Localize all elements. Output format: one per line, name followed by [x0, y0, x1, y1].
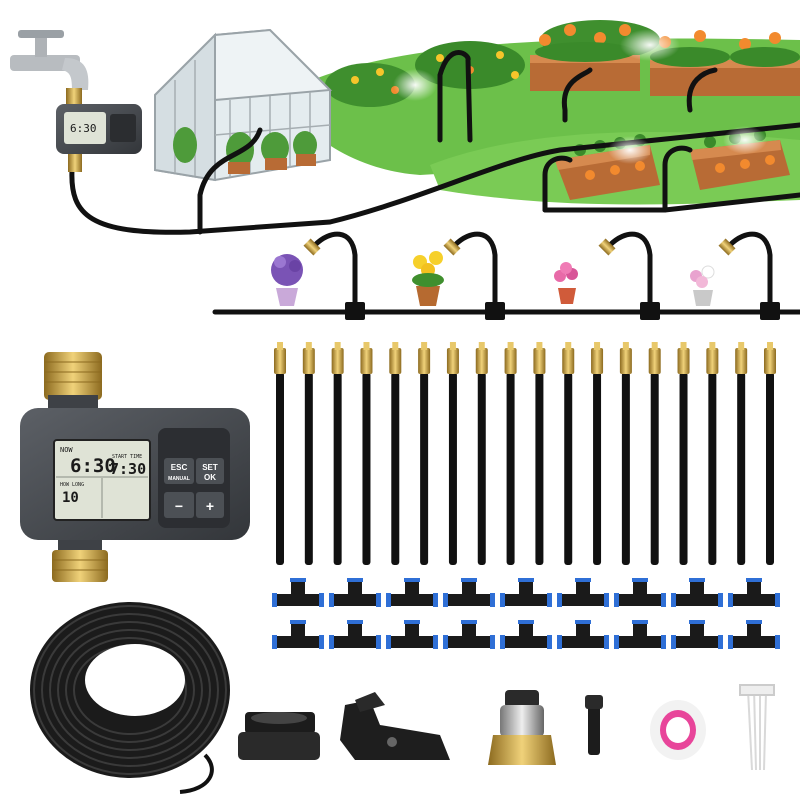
mister-nozzle — [677, 342, 690, 565]
set-label: SET — [202, 463, 218, 472]
tee-connector — [671, 620, 723, 649]
tee-connector — [671, 578, 723, 607]
water-tap — [10, 30, 89, 90]
thread-adapter — [238, 712, 320, 760]
pot-4 — [690, 265, 715, 306]
mist-sprays — [393, 29, 767, 164]
tee-connector — [443, 578, 495, 607]
manual-label: MANUAL — [168, 476, 190, 482]
timer-inlet-brass — [44, 352, 102, 400]
mister-nozzle — [302, 342, 315, 565]
lcd-now-label: NOW — [60, 446, 73, 454]
teflon-tape — [650, 700, 706, 760]
tee-connector — [728, 620, 780, 649]
tee-connector — [443, 620, 495, 649]
mister-nozzle — [389, 342, 402, 565]
brass-fitting — [488, 690, 556, 765]
pot-2 — [412, 251, 444, 306]
hose-coil — [30, 602, 230, 794]
tee-connector — [500, 620, 552, 649]
lcd-how-long-label: HOW LONG — [60, 482, 84, 488]
mister-nozzle — [418, 342, 431, 565]
lcd-start-label: START TIME — [112, 454, 142, 460]
mister-nozzle — [619, 342, 632, 565]
esc-button[interactable] — [164, 458, 194, 484]
minus-button[interactable] — [164, 492, 194, 518]
mister-nozzle — [706, 342, 719, 565]
tee-connector — [386, 578, 438, 607]
tee-connector — [557, 578, 609, 607]
mister-nozzles — [274, 342, 776, 565]
tee-connector — [614, 578, 666, 607]
svg-text:6:30: 6:30 — [70, 122, 97, 135]
potted-flowers — [271, 231, 780, 320]
tee-connector — [272, 620, 324, 649]
tee-connector — [500, 578, 552, 607]
tee-connector — [614, 620, 666, 649]
timer-outlet-brass — [52, 550, 108, 582]
mister-nozzle — [475, 342, 488, 565]
tee-connector — [557, 620, 609, 649]
lcd-start-time: 7:30 — [110, 460, 146, 478]
tee-connector — [386, 620, 438, 649]
scene-tubing — [69, 50, 800, 315]
mister-nozzle — [533, 342, 546, 565]
tee-connector — [272, 578, 324, 607]
mister-nozzle — [274, 342, 286, 565]
minus-label: − — [175, 498, 183, 514]
mister-nozzle — [764, 342, 776, 565]
lcd-how-long-value: 10 — [62, 490, 79, 506]
plus-label: + — [206, 498, 214, 514]
mister-nozzle — [360, 342, 373, 565]
mister-nozzle — [591, 342, 604, 565]
water-timer: NOW 6:30 START TIME 7:30 HOW LONG 10 ESC… — [20, 352, 250, 582]
plus-button[interactable] — [196, 492, 224, 518]
pot-3 — [554, 262, 578, 304]
tee-connector — [329, 620, 381, 649]
ok-label: OK — [204, 473, 216, 482]
mister-nozzle — [504, 342, 517, 565]
tee-connector — [329, 578, 381, 607]
greenhouse — [154, 28, 333, 182]
lcd-now-time: 6:30 — [70, 455, 116, 477]
pot-1 — [271, 254, 303, 306]
tube-cutter — [340, 692, 450, 760]
scene-timer: 6:30 — [56, 88, 142, 172]
garden-scene: 6:30 — [10, 20, 800, 320]
mister-nozzle — [735, 342, 748, 565]
cable-ties — [739, 684, 775, 771]
plug-stopper — [585, 695, 603, 755]
mister-nozzle — [648, 342, 661, 565]
mister-nozzle — [562, 342, 575, 565]
tee-connectors — [272, 578, 780, 649]
set-button[interactable] — [196, 458, 224, 484]
tee-connector — [728, 578, 780, 607]
esc-label: ESC — [171, 463, 188, 472]
mister-nozzle — [331, 342, 344, 565]
mister-nozzle — [446, 342, 459, 565]
